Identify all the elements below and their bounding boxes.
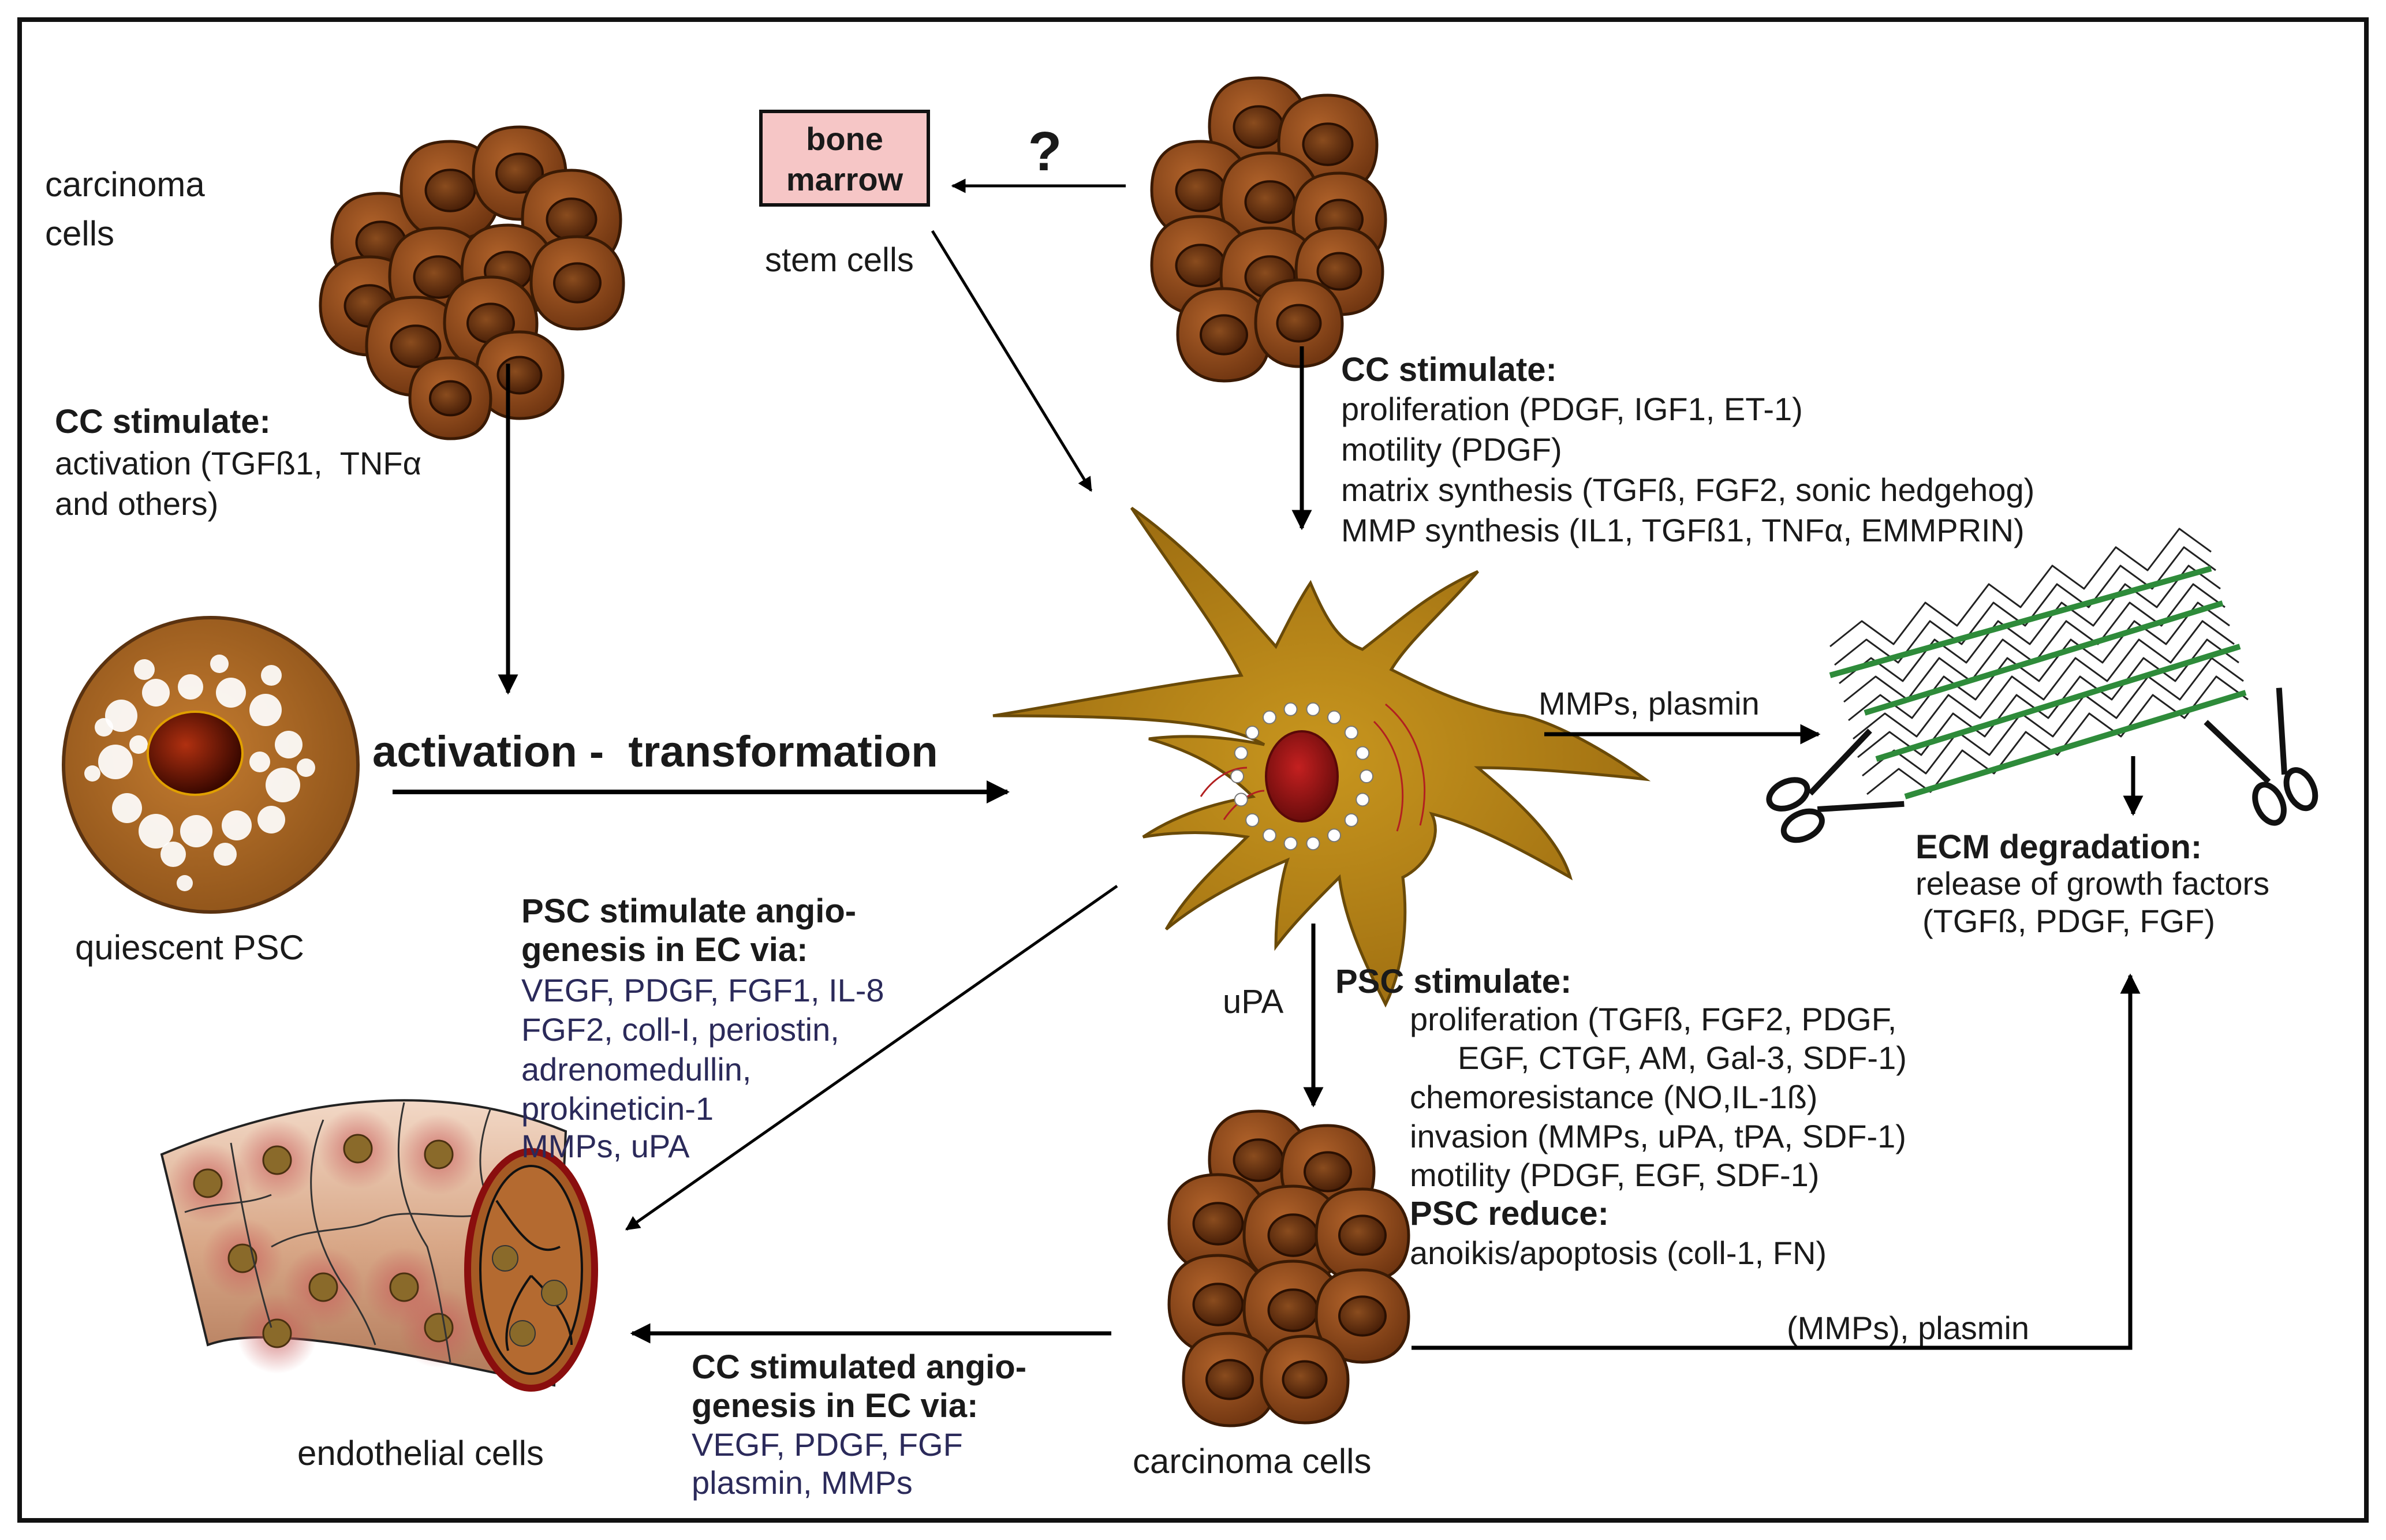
cc-angio-heading-1: CC stimulated angio- <box>692 1348 1026 1386</box>
carcinoma-cell <box>1176 287 1272 383</box>
carcinoma-cell <box>408 356 492 440</box>
quiescent-psc-cell <box>62 616 360 914</box>
arrow-psc-to-endothelial <box>625 884 1118 1231</box>
scissors-icon-right <box>2204 687 2318 826</box>
label-question-mark: ? <box>1028 121 1062 182</box>
cc-stimulate-right-line-2: motility (PDGF) <box>1341 431 1562 468</box>
psc-vacuoles <box>1230 702 1373 851</box>
label-endothelial-cells: endothelial cells <box>297 1434 544 1472</box>
psc-angio-heading-1: PSC stimulate angio- <box>521 892 856 930</box>
arrow-stem-cells-to-psc <box>931 230 1093 492</box>
cc-stimulate-right-line-3: matrix synthesis (TGFß, FGF2, sonic hedg… <box>1341 472 2034 508</box>
carcinoma-cell-cluster-bottom <box>1167 1109 1410 1427</box>
label-carcinoma-cells-bottom: carcinoma cells <box>1133 1442 1371 1481</box>
cc-stimulate-right-line-4: MMP synthesis (IL1, TGFß1, TNFα, EMMPRIN… <box>1341 512 2025 548</box>
psc-reduce-heading: PSC reduce: <box>1410 1195 1609 1232</box>
endothelial-tube <box>160 1099 598 1392</box>
cc-stimulate-left-line-2: and others) <box>55 485 218 522</box>
psc-stimulate-line-4: invasion (MMPs, uPA, tPA, SDF-1) <box>1410 1118 1906 1154</box>
cc-angio-heading-2: genesis in EC via: <box>692 1387 978 1425</box>
carcinoma-cell <box>1315 1268 1410 1364</box>
psc-angio-line-2: FGF2, coll-I, periostin, <box>521 1011 839 1048</box>
psc-stimulate-line-1: proliferation (TGFß, FGF2, PDGF, <box>1410 1001 1896 1037</box>
cc-stimulate-left-line-1: activation (TGFß1, TNFα <box>55 445 421 481</box>
carcinoma-cell <box>1254 278 1344 368</box>
psc-stimulate-line-2: EGF, CTGF, AM, Gal-3, SDF-1) <box>1458 1040 1907 1076</box>
activated-stellate-cell <box>992 506 1651 1008</box>
psc-stimulate-heading: PSC stimulate: <box>1335 963 1571 1000</box>
cc-angio-line-1: VEGF, PDGF, FGF <box>692 1426 963 1463</box>
lipid-droplets <box>84 655 315 891</box>
psc-angio-heading-2: genesis in EC via: <box>521 931 808 969</box>
label-stem-cells: stem cells <box>765 241 914 279</box>
psc-angio-line-3: adrenomedullin, <box>521 1051 751 1087</box>
label-bone-marrow-2: marrow <box>786 161 903 197</box>
label-quiescent-psc: quiescent PSC <box>75 928 304 967</box>
label-mmps-plasmin-bottom: (MMPs), plasmin <box>1787 1310 2029 1346</box>
carcinoma-cell <box>1242 1184 1344 1286</box>
collagen-fibers <box>1829 528 2249 795</box>
ecm-line-1: release of growth factors <box>1915 865 2269 902</box>
ecm-heading: ECM degradation: <box>1915 828 2202 866</box>
label-bone-marrow-1: bone <box>806 121 883 157</box>
bone-marrow-box <box>759 110 930 207</box>
label-carcinoma-cells-top-1: carcinoma <box>45 165 205 204</box>
carcinoma-cell <box>529 235 625 331</box>
psc-stimulate-line-5: motility (PDGF, EGF, SDF-1) <box>1410 1157 1819 1193</box>
ecm-line-2: (TGFß, PDGF, FGF) <box>1922 903 2215 939</box>
label-mmps-plasmin-top: MMPs, plasmin <box>1539 685 1760 722</box>
label-activation-transformation: activation - transformation <box>372 727 938 776</box>
psc-stimulate-line-3: chemoresistance (NO,IL-1ß) <box>1410 1079 1817 1115</box>
cc-angio-line-2: plasmin, MMPs <box>692 1464 913 1501</box>
carcinoma-cell <box>1182 1332 1278 1427</box>
psc-angio-line-4: prokineticin-1 <box>521 1090 714 1127</box>
arrow-carcinoma-to-ecm <box>1412 973 2141 1350</box>
scissors-icon-left <box>1766 728 1905 843</box>
cc-stimulate-right-line-1: proliferation (PDGF, IGF1, ET-1) <box>1341 391 1803 427</box>
psc-angio-line-5: MMPs, uPA <box>521 1128 690 1164</box>
diagram-frame <box>17 17 2369 1523</box>
psc-angio-line-1: VEGF, PDGF, FGF1, IL-8 <box>521 972 884 1008</box>
carcinoma-cell-cluster-top-left <box>319 125 625 440</box>
carcinoma-cell <box>1315 1187 1410 1283</box>
endothelial-cell-nuclei <box>167 1108 479 1374</box>
carcinoma-cell-cluster-top-right <box>1150 76 1387 383</box>
carcinoma-cell <box>1260 1335 1350 1425</box>
ecm-fiber-bundle <box>1829 528 2249 799</box>
psc-reduce-line-1: anoikis/apoptosis (coll-1, FN) <box>1410 1235 1827 1271</box>
cc-stimulate-right-heading: CC stimulate: <box>1341 351 1557 388</box>
cc-stimulate-left-heading: CC stimulate: <box>55 403 271 440</box>
label-upa: uPA <box>1223 983 1284 1021</box>
label-carcinoma-cells-top-2: cells <box>45 214 114 253</box>
